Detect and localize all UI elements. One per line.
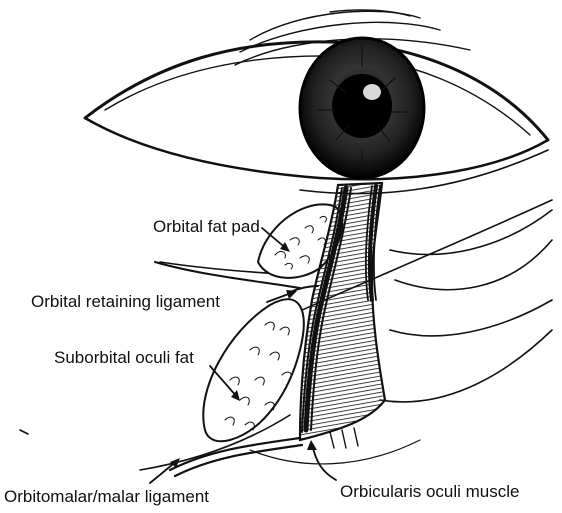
iris: [300, 38, 424, 178]
label-orbitomalar-malar-ligament: Orbitomalar/malar ligament: [4, 488, 209, 505]
label-orbital-retaining-ligament: Orbital retaining ligament: [31, 293, 220, 310]
label-orbital-fat-pad: Orbital fat pad: [153, 218, 260, 235]
suborbital-oculi-fat-shape: [203, 299, 303, 441]
label-orbicularis-oculi-muscle: Orbicularis oculi muscle: [340, 483, 520, 500]
label-suborbital-oculi-fat: Suborbital oculi fat: [54, 349, 194, 366]
